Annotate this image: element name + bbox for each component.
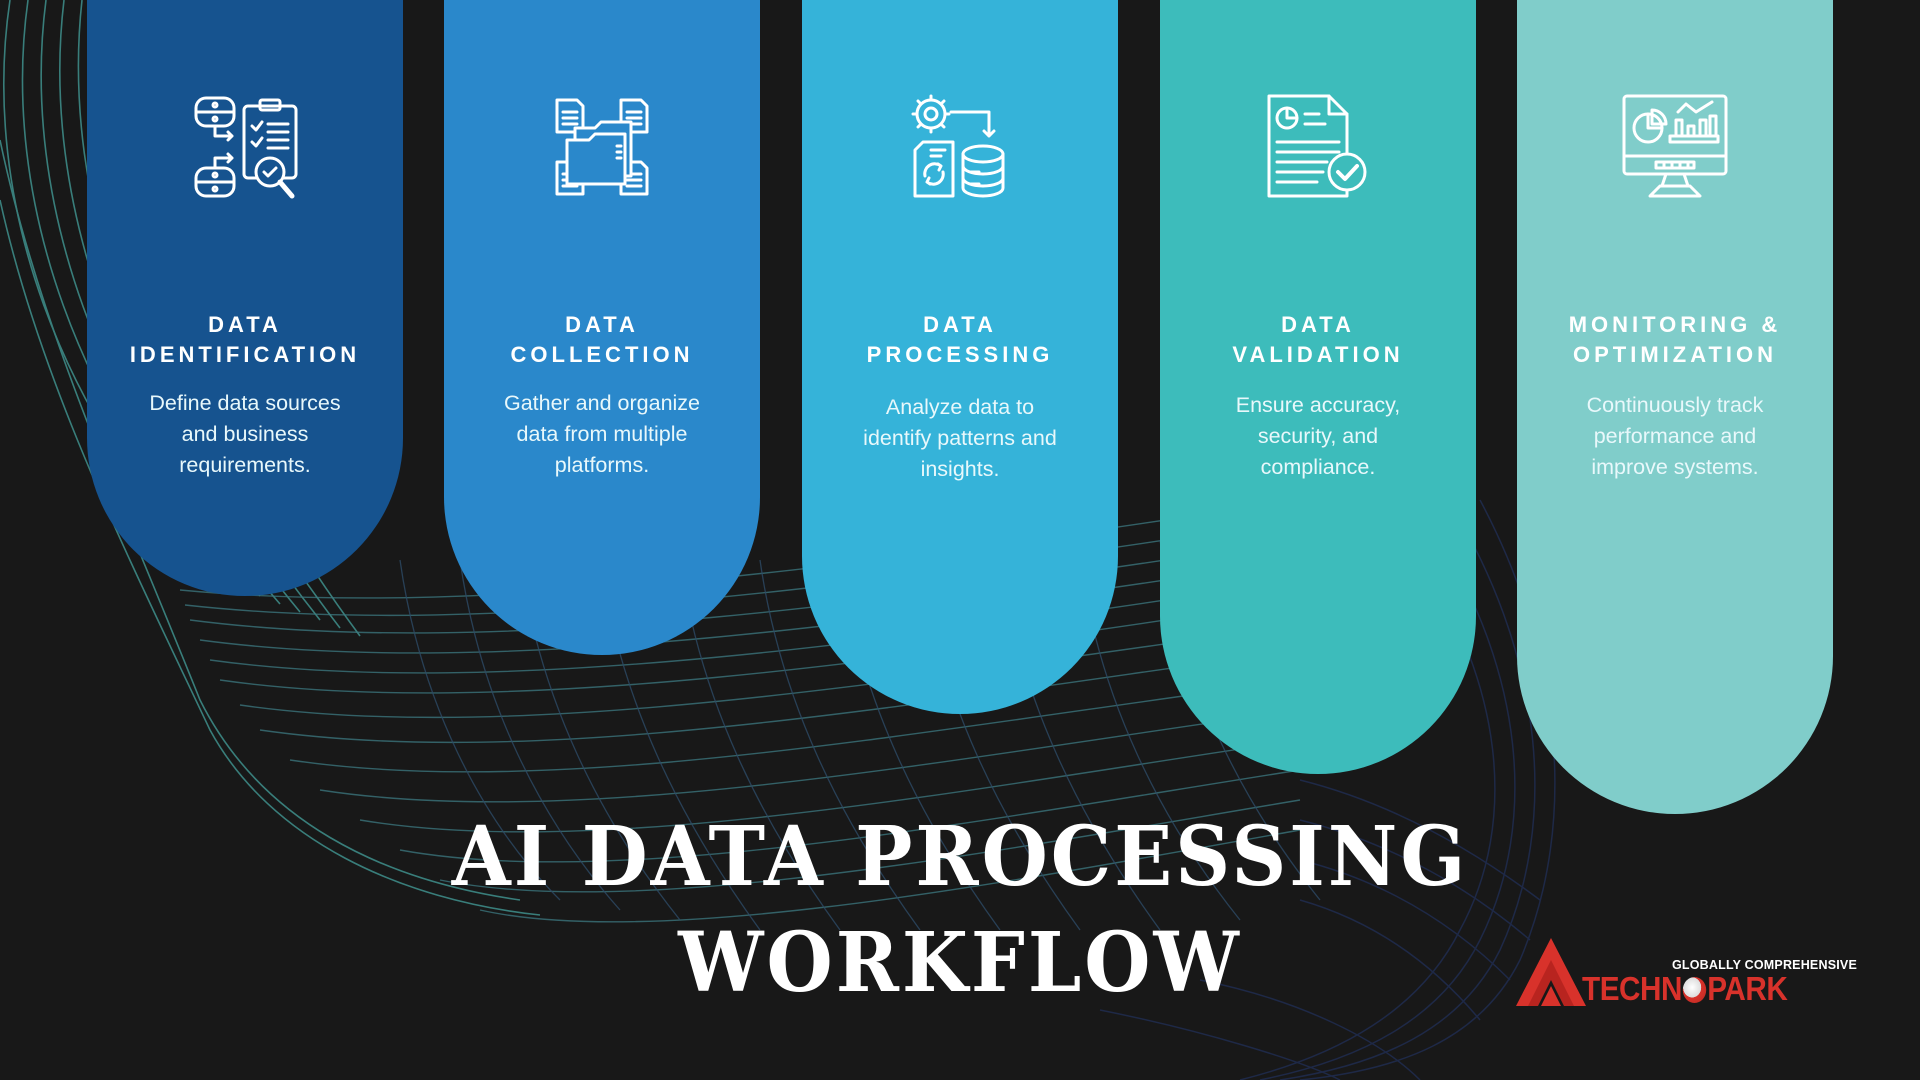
technopark-logo: GLOBALLY COMPREHENSIVE TECHN PARK <box>1516 938 1857 1008</box>
brand-text-end: PARK <box>1707 970 1788 1007</box>
gear-document-database-icon <box>905 92 1015 202</box>
folder-documents-network-icon <box>547 92 657 202</box>
step-description: Analyze data to identify patterns and in… <box>832 392 1088 485</box>
description-line: Analyze data to <box>885 395 1035 419</box>
heading-line: DATA <box>923 312 997 337</box>
step-description: Ensure accuracy, security, and complianc… <box>1190 390 1446 483</box>
title-line-2: WORKFLOW <box>678 914 1242 1011</box>
description-line: Define data sources <box>149 391 341 415</box>
logo-tagline: GLOBALLY COMPREHENSIVE <box>1672 958 1857 972</box>
heading-line: IDENTIFICATION <box>129 342 361 367</box>
step-description: Gather and organize data from multiple p… <box>474 388 730 481</box>
description-line: performance and <box>1593 424 1757 448</box>
heading-line: DATA <box>565 312 639 337</box>
description-line: identify patterns and <box>863 426 1057 450</box>
step-card-monitoring-optimization: MONITORING & OPTIMIZATION Continuously t… <box>1517 0 1833 814</box>
description-line: compliance. <box>1260 455 1376 479</box>
step-heading: DATA VALIDATION <box>1160 310 1476 370</box>
heading-line: COLLECTION <box>510 342 694 367</box>
description-line: Gather and organize <box>503 391 701 415</box>
step-card-data-processing: DATA PROCESSING Analyze data to identify… <box>802 0 1118 714</box>
logo-brand-name: TECHN PARK <box>1582 970 1788 1007</box>
database-checklist-search-icon <box>190 92 300 202</box>
step-description: Continuously track performance and impro… <box>1547 390 1803 483</box>
step-card-data-validation: DATA VALIDATION Ensure accuracy, securit… <box>1160 0 1476 774</box>
description-line: and business <box>181 422 309 446</box>
heading-line: MONITORING & <box>1568 312 1782 337</box>
brand-text-start: TECHN <box>1582 970 1683 1007</box>
step-card-data-collection: DATA COLLECTION Gather and organize data… <box>444 0 760 655</box>
step-card-data-identification: DATA IDENTIFICATION Define data sources … <box>87 0 403 596</box>
triangle-logo-icon <box>1516 938 1586 1006</box>
step-heading: DATA IDENTIFICATION <box>87 310 403 370</box>
step-description: Define data sources and business require… <box>117 388 373 481</box>
globe-icon <box>1682 977 1707 1003</box>
step-heading: DATA COLLECTION <box>444 310 760 370</box>
heading-line: PROCESSING <box>866 342 1054 367</box>
step-heading: MONITORING & OPTIMIZATION <box>1517 310 1833 370</box>
page-title: AI DATA PROCESSING WORKFLOW <box>0 804 1920 1016</box>
description-line: improve systems. <box>1591 455 1759 479</box>
description-line: security, and <box>1257 424 1379 448</box>
heading-line: DATA <box>1281 312 1355 337</box>
heading-line: OPTIMIZATION <box>1572 342 1778 367</box>
heading-line: DATA <box>208 312 282 337</box>
heading-line: VALIDATION <box>1232 342 1404 367</box>
description-line: insights. <box>920 457 1000 481</box>
report-checkmark-icon <box>1263 92 1373 202</box>
step-heading: DATA PROCESSING <box>802 310 1118 370</box>
description-line: data from multiple <box>516 422 688 446</box>
description-line: Ensure accuracy, <box>1235 393 1401 417</box>
title-line-1: AI DATA PROCESSING <box>451 808 1469 905</box>
description-line: platforms. <box>554 453 650 477</box>
description-line: requirements. <box>179 453 311 477</box>
description-line: Continuously track <box>1586 393 1764 417</box>
monitor-analytics-icon <box>1620 92 1730 202</box>
